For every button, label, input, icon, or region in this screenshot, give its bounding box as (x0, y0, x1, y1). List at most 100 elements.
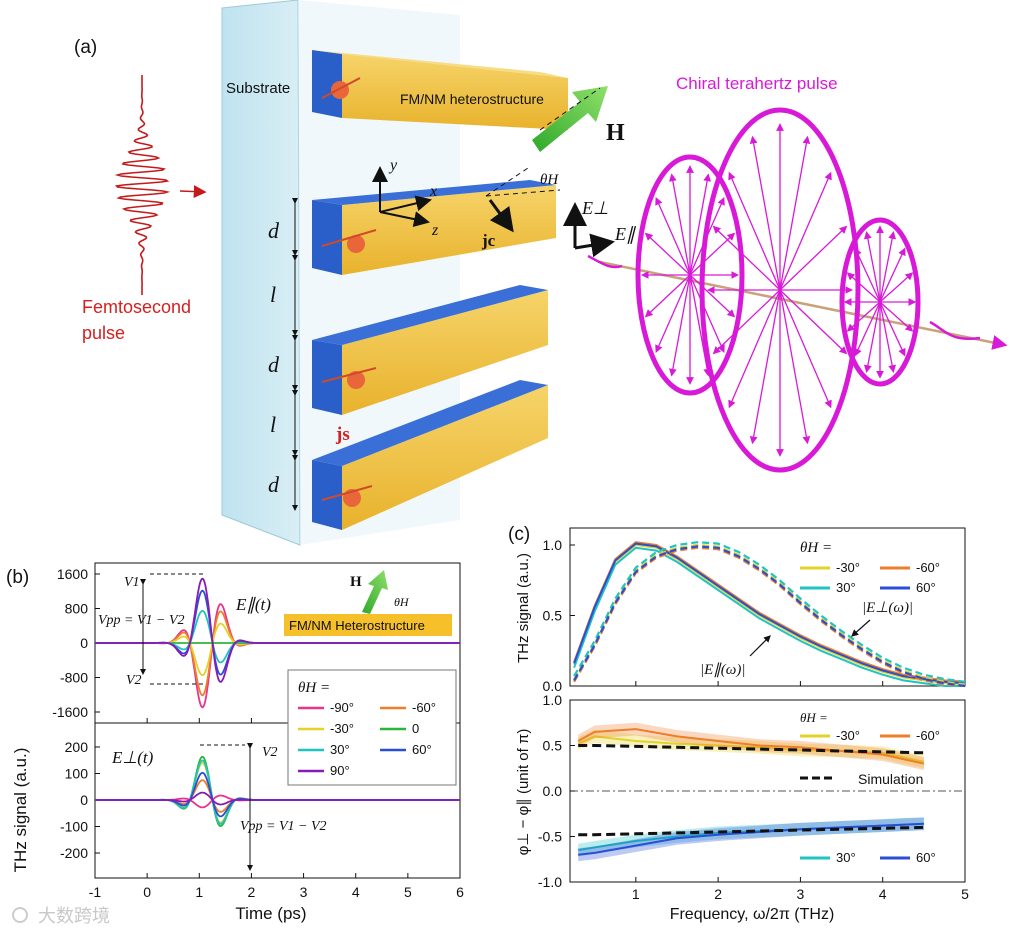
c-top-y-tick-label: 1.0 (543, 537, 563, 553)
chiral-spoke (879, 247, 906, 303)
chiral-spoke (779, 225, 848, 291)
chiral-spoke (689, 274, 711, 377)
c-top-legend-title: θH = (800, 540, 832, 556)
watermark: 大数跨境 (38, 906, 110, 926)
b-v2-label-bottom: V2 (262, 745, 278, 760)
c-bottom-legend-entry: -60° (916, 728, 940, 743)
b-top-y-tick-label: -1600 (52, 704, 88, 720)
c-bottom-legend-entry: 30° (836, 850, 856, 865)
chiral-spoke (712, 225, 781, 291)
chiral-spoke (863, 231, 881, 303)
b-ylabel: THz signal (a.u.) (11, 748, 30, 873)
chiral-spoke (689, 274, 736, 318)
chiral-spoke (879, 231, 897, 303)
chiral-spoke (655, 274, 691, 353)
b-x-tick-label: 1 (195, 884, 203, 900)
chiral-ring (635, 154, 745, 396)
chiral-spoke (669, 173, 691, 276)
b-bottom-y-tick-label: 0 (80, 792, 88, 808)
b-inset-label: FM/NM Heterostructure (289, 618, 425, 633)
chiral-spoke (779, 289, 832, 409)
c-top-legend-entry: -30° (836, 560, 860, 575)
c-top-legend-entry: -60° (916, 560, 940, 575)
c-perp-spectrum-line (573, 545, 966, 688)
chiral-spoke (728, 289, 781, 409)
chiral-spoke (863, 301, 881, 373)
heterostructure-bar-3 (312, 285, 548, 415)
c-perp-spectrum-line (573, 543, 966, 686)
dim-d-1: d (268, 218, 280, 243)
c-bottom-y-tick-label: -1.0 (538, 874, 562, 890)
c-bottom-legend-title: θH = (800, 710, 828, 725)
c-par-spectrum-line (573, 541, 966, 683)
chiral-spoke (712, 289, 781, 355)
chiral-spoke (779, 171, 832, 291)
femtosecond-label-line1: Femtosecond (82, 297, 191, 317)
panel-label-a: (a) (74, 37, 97, 58)
b-top-y-tick-label: 0 (80, 635, 88, 651)
b-v1-label: V1 (124, 575, 140, 590)
field-h-arrow-icon (532, 86, 608, 152)
heterostructure-bar-1 (312, 50, 568, 130)
c-xlabel: Frequency, ω/2π (THz) (670, 906, 835, 923)
c-top-ylabel: THz signal (a.u.) (515, 553, 532, 663)
b-inset-bar (284, 614, 452, 636)
b-legend-entry: 0 (412, 721, 419, 736)
coordinate-axes (372, 166, 432, 227)
current-s-label: js (335, 424, 350, 445)
c-annot-perp: |E⊥(ω)| (862, 600, 913, 616)
axis-x-label: x (429, 183, 437, 200)
chiral-spoke (854, 247, 881, 303)
b-top-y-tick-label: 1600 (57, 566, 88, 582)
b-top-y-tick-label: 800 (65, 601, 89, 617)
c-par-spectrum-line (573, 543, 966, 686)
b-x-tick-label: 4 (352, 884, 360, 900)
b-legend-entry: 90° (330, 763, 350, 778)
c-bottom-legend-entry: -30° (836, 728, 860, 743)
c-bottom-y-tick-label: 0.5 (543, 738, 563, 754)
c-x-tick-label: 2 (714, 886, 722, 902)
c-bottom-y-tick-label: -0.5 (538, 829, 562, 845)
chiral-spoke (689, 232, 736, 276)
c-x-tick-label: 4 (879, 886, 887, 902)
c-simulation-label: Simulation (858, 771, 923, 787)
chiral-pulse-icon (587, 107, 1008, 473)
b-xlabel: Time (ps) (235, 904, 306, 923)
b-vpp-formula-top: Vpp = V1 − V2 (98, 613, 185, 628)
dim-d-2: d (268, 352, 280, 377)
c-annot-par: |E∥(ω)| (700, 662, 746, 678)
chiral-spoke (879, 301, 897, 373)
chiral-spoke (879, 301, 906, 357)
c-top-legend-entry: 60° (916, 580, 936, 595)
chiral-spoke (749, 289, 781, 445)
c-top-y-tick-label: 0.5 (543, 608, 563, 624)
watermark-icon (12, 907, 28, 923)
substrate-label: Substrate (226, 80, 290, 97)
b-bottom-y-tick-label: -100 (60, 819, 88, 835)
b-bottom-title: E⊥(t) (111, 748, 154, 767)
b-bottom-series-line (95, 791, 460, 806)
e-perp-label: E⊥ (581, 198, 609, 218)
b-top-title: E∥(t) (235, 595, 271, 614)
dim-l-2: l (270, 412, 276, 437)
c-simulation-line (578, 825, 924, 837)
b-bottom-y-tick-label: -200 (60, 845, 88, 861)
c-top-y-tick-label: 0.0 (543, 678, 563, 694)
panel-a: (a) Femtosecond pulse Substrate FM/NM he… (74, 0, 1008, 546)
field-h-label: H (606, 120, 625, 146)
b-bottom-y-tick-label: 200 (65, 739, 89, 755)
b-inset-h-label: H (350, 574, 362, 590)
dim-d-3: d (268, 472, 280, 497)
c-simulation-line (578, 744, 924, 755)
b-legend-entry: -60° (412, 700, 436, 715)
c-perp-spectrum-line (573, 541, 966, 683)
c-x-tick-label: 1 (632, 886, 640, 902)
c-x-tick-label: 3 (797, 886, 805, 902)
axis-z-label: z (431, 222, 439, 239)
chiral-spoke (779, 289, 811, 445)
spin-icon (321, 77, 377, 507)
b-x-tick-label: 3 (300, 884, 308, 900)
heterostructure-label: FM/NM heterostructure (400, 91, 544, 107)
c-top-legend-entry: 30° (836, 580, 856, 595)
c-top-axes (569, 527, 966, 687)
